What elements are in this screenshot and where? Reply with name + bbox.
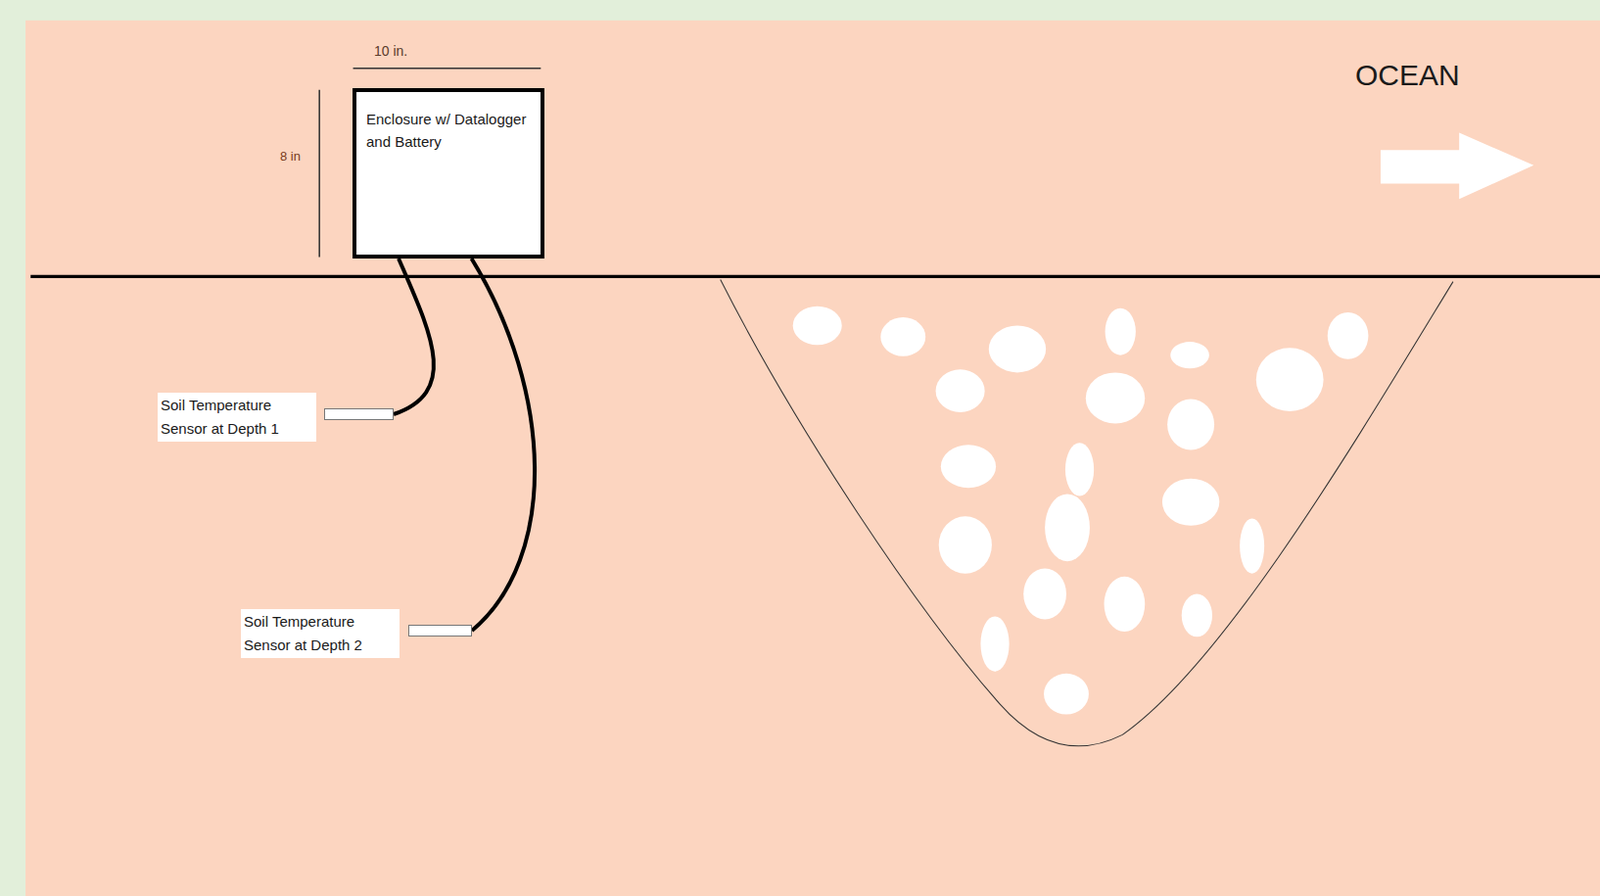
ocean-label: OCEAN [1355,58,1460,93]
rocks [793,306,1369,715]
rock-pit-outline [720,280,1454,747]
ocean-arrow [1380,132,1534,199]
sensor-label: Soil Temperature Sensor at Depth 1 [157,392,317,442]
ground-area [25,20,1600,896]
height-dimension: 8 in [280,148,301,164]
width-dimension: 10 in. [374,43,408,59]
width-dimension-line [353,67,542,70]
ground-line [30,275,1600,279]
sensor-cable [471,258,536,631]
sensor: Soil Temperature Sensor at Depth 1 [157,392,394,446]
enclosure-label: Enclosure w/ Datalogger and Battery [366,107,531,154]
sensor-cable [393,258,434,415]
sensor-probe [408,624,472,637]
sensor-probe [324,408,394,421]
height-dimension-line [318,90,321,258]
enclosure-box: Enclosure w/ Datalogger and Battery [352,88,545,259]
sensor: Soil Temperature Sensor at Depth 2 [240,609,472,663]
sensor-label: Soil Temperature Sensor at Depth 2 [240,609,400,659]
